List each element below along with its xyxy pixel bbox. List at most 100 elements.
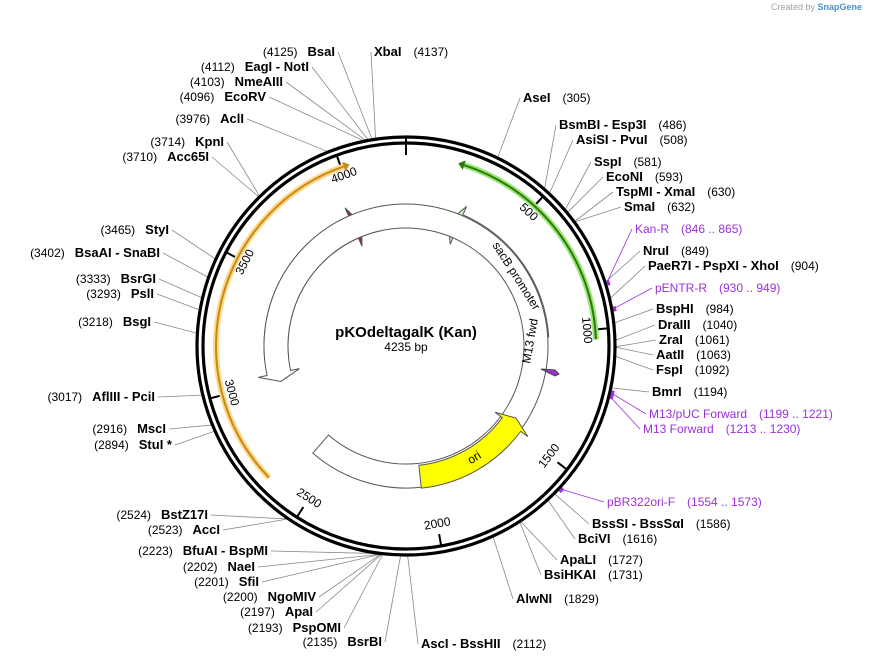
enzyme-leader-line — [575, 206, 622, 223]
feature-label-ori: ori — [465, 448, 484, 467]
enzyme-label-apai: (2197)ApaI — [240, 604, 313, 619]
enzyme-leader-line — [615, 324, 656, 341]
scale-tick — [556, 461, 567, 470]
enzyme-label-bmri: BmrI(1194) — [652, 384, 727, 399]
feature-sacb-promoter — [258, 203, 549, 489]
enzyme-leader-line — [519, 522, 542, 576]
enzyme-label-bsmbi-esp3i: BsmBI - Esp3I(486) — [559, 117, 686, 132]
primer-site-kan-r — [606, 280, 611, 286]
enzyme-leader-line — [343, 554, 383, 629]
enzyme-label-sspi: SspI(581) — [594, 154, 661, 169]
enzyme-label-afliii-pcii: (3017)AflIII - PciI — [47, 389, 155, 404]
orf-arc — [214, 165, 345, 479]
enzyme-leader-line — [162, 252, 208, 278]
enzyme-leader-line — [615, 355, 654, 371]
enzyme-leader-line — [567, 176, 604, 213]
orf-arcs — [213, 160, 599, 480]
enzyme-label-naei: (2202)NaeI — [183, 559, 255, 574]
enzyme-leader-line — [574, 191, 614, 222]
primer-leader-line — [606, 228, 633, 284]
enzyme-labels: AseI(305) BsmBI - Esp3I(486)AsiSI - PvuI(… — [30, 44, 833, 651]
enzyme-label-kpni: (3714)KpnI — [150, 134, 224, 149]
enzyme-label-bcivi: BciVI(1616) — [578, 531, 657, 546]
scale-tick-label: 2000 — [423, 514, 452, 532]
enzyme-leader-line — [614, 308, 654, 324]
enzyme-leader-line — [246, 118, 328, 152]
enzyme-leader-line — [315, 554, 382, 613]
primer-site-pbr322ori-f — [558, 487, 565, 494]
enzyme-label-eagi-noti: (4112)EagI - NotI — [201, 59, 309, 74]
orf-arc — [463, 164, 597, 340]
primer-label-kan-r: Kan-R(846 .. 865) — [635, 222, 742, 236]
scale-tick — [438, 533, 443, 546]
enzyme-label-bstz17i: (2524)BstZ17I — [116, 507, 208, 522]
enzyme-leader-line — [171, 229, 216, 260]
enzyme-label-acci: (2523)AccI — [148, 522, 220, 537]
enzyme-label-nrui: NruI(849) — [643, 243, 709, 258]
enzyme-leader-line — [153, 321, 197, 334]
enzyme-label-msci: (2916)MscI — [92, 421, 166, 436]
enzyme-label-bsrgi: (3333)BsrGI — [76, 271, 156, 286]
enzyme-label-styi: (3465)StyI — [100, 222, 169, 237]
enzyme-leader-line — [610, 265, 646, 299]
primer-leader-line — [610, 392, 647, 415]
enzyme-leader-line — [270, 550, 374, 554]
enzyme-label-paer7i-pspxi-xhoi: PaeR7I - PspXI - XhoI(904) — [648, 258, 819, 273]
enzyme-label-acli: (3976)AclI — [175, 111, 244, 126]
enzyme-label-acc65i: (3710)Acc65I — [122, 149, 209, 164]
enzyme-label-alwni: AlwNI(1829) — [516, 591, 599, 606]
enzyme-leader-line — [158, 278, 202, 298]
enzyme-label-smai: SmaI(632) — [624, 199, 695, 214]
enzyme-label-bsai: (4125)BsaI — [263, 44, 335, 59]
enzyme-leader-line — [384, 555, 401, 643]
enzyme-leader-line — [210, 514, 287, 520]
primer-label-pentr-r: pENTR-R(930 .. 949) — [655, 281, 780, 295]
enzyme-label-bsgi: (3218)BsgI — [78, 314, 151, 329]
enzyme-leader-line — [157, 394, 202, 398]
enzyme-leader-line — [311, 66, 369, 140]
enzyme-leader-line — [222, 518, 288, 531]
enzyme-leader-line — [492, 536, 514, 600]
enzyme-label-tspmi-xmai: TspMI - XmaI(630) — [616, 184, 735, 199]
enzyme-leader-line — [318, 554, 381, 598]
enzyme-leader-line — [615, 346, 654, 356]
enzyme-label-xbai: XbaI(4137) — [374, 44, 448, 59]
enzyme-label-stui: (2894)StuI * — [94, 437, 173, 452]
enzyme-label-psli: (3293)PslI — [86, 286, 154, 301]
scale-tick-label: 2500 — [294, 485, 324, 511]
enzyme-label-asci-bsshii: AscI - BssHII(2112) — [421, 636, 546, 651]
enzyme-leader-line — [547, 500, 576, 540]
enzyme-label-nmeaiii: (4103)NmeAIII — [190, 74, 283, 89]
snapgene-credit: Created by SnapGene — [771, 2, 862, 12]
enzyme-label-sfii: (2201)SfiI — [194, 574, 259, 589]
enzyme-label-bsphi: BspHI(984) — [656, 301, 734, 316]
enzyme-leader-line — [407, 555, 419, 645]
enzyme-label-bsrbi: (2135)BsrBI — [303, 634, 382, 649]
enzyme-leader-line — [544, 124, 557, 189]
primer-leader-line — [609, 396, 641, 430]
enzyme-label-bfuai-bspmi: (2223)BfuAI - BspMI — [138, 543, 268, 558]
primer-label-m13-forward: M13 Forward(1213 .. 1230) — [643, 422, 800, 436]
enzyme-label-bsssi-bsss-i: BssSI - BssSαI(1586) — [592, 516, 731, 531]
enzyme-leader-line — [370, 51, 376, 139]
plasmid-length: 4235 bp — [384, 340, 428, 354]
enzyme-leader-lines — [153, 51, 657, 645]
snapgene-logo: SnapGene — [817, 2, 862, 12]
enzyme-label-bsihkai: BsiHKAI(1731) — [544, 567, 643, 582]
enzyme-label-asisi-pvui: AsiSI - PvuI(508) — [576, 132, 688, 147]
enzyme-label-ecorv: (4096)EcoRV — [180, 89, 267, 104]
enzyme-leader-line — [174, 431, 215, 446]
enzyme-label-econi: EcoNI(593) — [606, 169, 683, 184]
enzyme-leader-line — [554, 493, 590, 525]
feature-ori — [418, 411, 529, 489]
enzyme-leader-line — [156, 293, 200, 311]
enzyme-label-ngomiv: (2200)NgoMIV — [223, 589, 316, 604]
enzyme-leader-line — [168, 424, 212, 430]
site-marks — [558, 280, 617, 494]
enzyme-label-pspomi: (2193)PspOMI — [248, 620, 341, 635]
enzyme-label-asei: AseI(305) — [523, 90, 590, 105]
enzyme-leader-line — [565, 161, 592, 210]
orf-arrowhead — [458, 160, 466, 170]
primer-site-pentr-r — [612, 306, 617, 312]
scale-tick-label: 1500 — [535, 441, 563, 471]
